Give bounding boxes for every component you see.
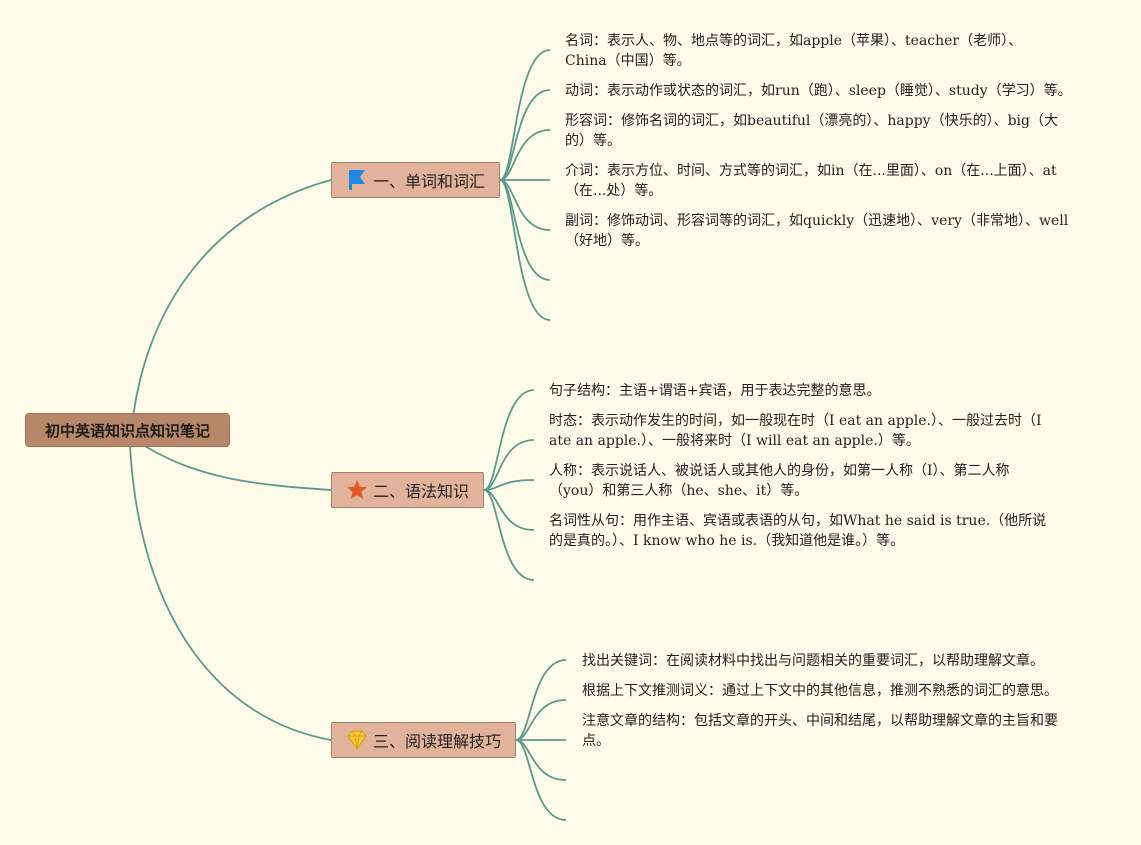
leaf-noun-clause[interactable]: 名词性从句：用作主语、宾语或表语的从句，如What he said is tru… [549,513,1047,549]
leaf-noun[interactable]: 名词：表示人、物、地点等的词汇，如apple（苹果）、teacher（老师）、C… [565,33,1023,69]
leaf-connector-1-0 [483,389,535,491]
topic-grammar[interactable]: 二、语法知识 [331,472,484,508]
leaf-tense[interactable]: 时态：表示动作发生的时间，如一般现在时（I eat an apple.）、一般过… [549,413,1042,449]
leaf-connector-2-1 [515,699,567,741]
yellow-diamond-icon [346,729,368,751]
leaf-connector-0-6 [499,179,551,321]
leaf-connector-1-2 [483,479,535,491]
leaf-adverb[interactable]: 副词：修饰动词、形容词等的词汇，如quickly（迅速地）、very（非常地）、… [565,213,1069,249]
orange-star-icon [346,479,368,501]
leaf-verb[interactable]: 动词：表示动作或状态的词汇，如run（跑）、sleep（睡觉）、study（学习… [565,83,1072,99]
leaf-context-inference[interactable]: 根据上下文推测词义：通过上下文中的其他信息，推测不熟悉的词汇的意思。 [582,683,1058,699]
root-title: 初中英语知识点知识笔记 [44,421,210,440]
topic-label: 三、阅读理解技巧 [372,732,501,751]
leaf-sentence-structure[interactable]: 句子结构：主语+谓语+宾语，用于表达完整的意思。 [549,383,881,399]
topic-vocabulary[interactable]: 一、单词和词汇 [331,162,500,198]
root-connector-vocabulary [129,179,332,447]
leaf-connector-0-0 [499,49,551,181]
leaf-connector-2-0 [515,659,567,741]
root-topic[interactable]: 初中英语知识点知识笔记 [25,413,230,447]
blue-flag-icon [346,169,368,191]
topic-reading-skills[interactable]: 三、阅读理解技巧 [331,722,516,758]
leaf-connector-1-4 [483,489,535,581]
leaf-preposition[interactable]: 介词：表示方位、时间、方式等的词汇，如in（在...里面）、on（在...上面）… [565,163,1057,199]
leaf-keywords[interactable]: 找出关键词：在阅读材料中找出与问题相关的重要词汇，以帮助理解文章。 [582,653,1044,669]
leaf-person[interactable]: 人称：表示说话人、被说话人或其他人的身份，如第一人称（I）、第二人称（you）和… [549,463,1010,499]
root-connector-reading [129,445,332,741]
leaf-connector-2-4 [515,739,567,821]
leaf-text-structure[interactable]: 注意文章的结构：包括文章的开头、中间和结尾，以帮助理解文章的主旨和要点。 [582,713,1058,749]
leaf-connector-0-4 [499,179,551,231]
leaf-connector-1-3 [483,489,535,531]
leaf-adjective[interactable]: 形容词：修饰名词的词汇，如beautiful（漂亮的）、happy（快乐的）、b… [565,113,1058,149]
topic-label: 二、语法知识 [372,482,469,501]
topic-label: 一、单词和词汇 [372,172,485,191]
leaf-connector-1-1 [483,439,535,491]
root-connector-grammar [144,445,332,491]
leaf-connector-0-2 [499,129,551,181]
leaf-connector-0-1 [499,89,551,181]
